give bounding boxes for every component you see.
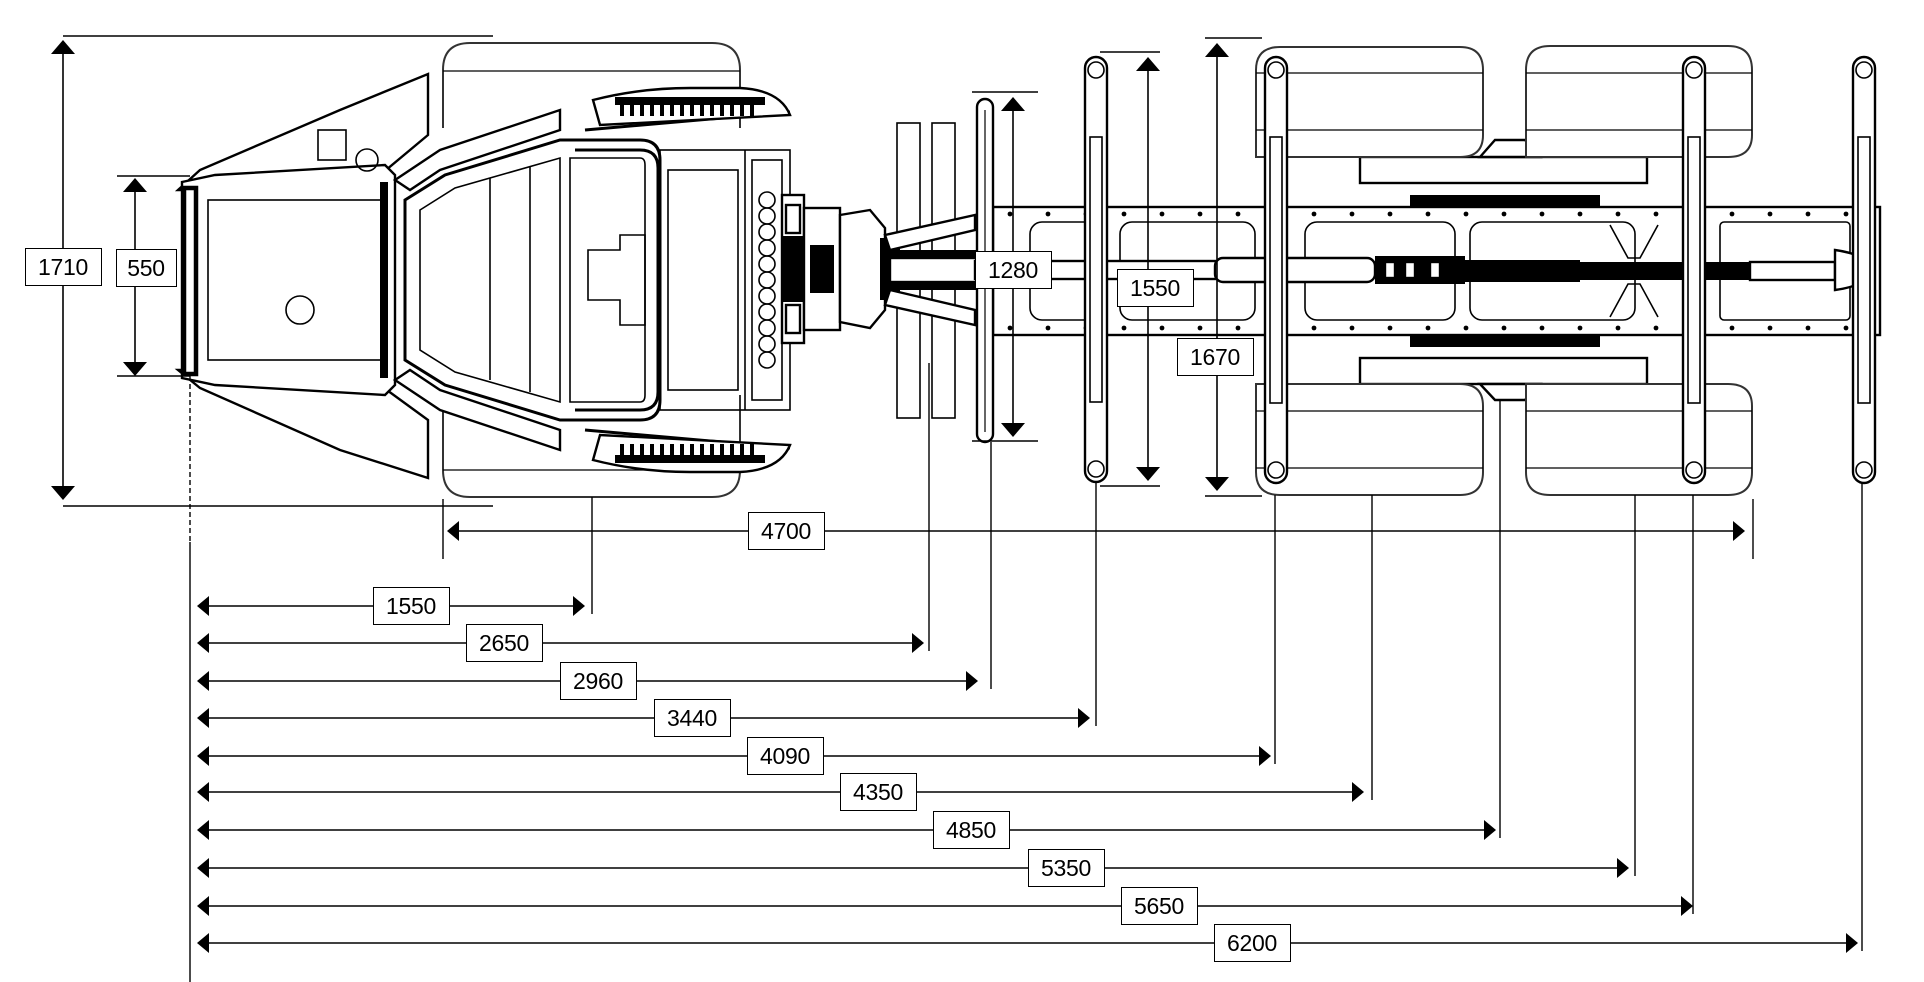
arrow-up-icon (1205, 43, 1229, 57)
arrow-up-icon (1001, 97, 1025, 111)
arrow-left-icon (197, 782, 209, 802)
arrow-right-icon (1352, 782, 1364, 802)
arrow-left-icon (197, 596, 209, 616)
arrow-down-icon (51, 486, 75, 500)
arrow-right-icon (966, 671, 978, 691)
arrow-right-icon (1681, 896, 1693, 916)
arrow-left-icon (197, 896, 209, 916)
arrow-left-icon (197, 746, 209, 766)
arrow-up-icon (1136, 57, 1160, 71)
side-platforms (1358, 138, 1649, 402)
dimension-label-dim-6200: 6200 (1213, 924, 1291, 962)
arrow-right-icon (573, 596, 585, 616)
arrow-left-icon (447, 521, 459, 541)
front-hood (174, 72, 430, 480)
arrow-right-icon (1733, 521, 1745, 541)
load-bunks (1083, 55, 1877, 485)
arrow-right-icon (1259, 746, 1271, 766)
dimension-label-front-grille-width: 550 (115, 249, 177, 287)
rear-tire-1-bottom (1255, 383, 1484, 496)
articulation-joint (780, 193, 900, 345)
dimension-label-dim-2650: 2650 (465, 624, 543, 662)
dimension-label-dim-2960: 2960 (559, 662, 637, 700)
dimension-label-dim-4350: 4350 (839, 773, 917, 811)
dimension-label-dim-3440: 3440 (653, 699, 731, 737)
dimension-lines (51, 35, 1863, 982)
dimension-label-bunk-width: 1550 (1116, 269, 1194, 307)
arrow-right-icon (1484, 820, 1496, 840)
dimension-label-dim-4850: 4850 (932, 811, 1010, 849)
arrow-right-icon (1846, 933, 1858, 953)
arrow-up-icon (123, 178, 147, 192)
rear-tire-2-bottom (1525, 383, 1753, 496)
load-bunk (1851, 55, 1877, 485)
arrow-left-icon (197, 633, 209, 653)
arrow-left-icon (197, 933, 209, 953)
load-bunk (1681, 55, 1707, 485)
arrow-right-icon (912, 633, 924, 653)
arrow-left-icon (197, 820, 209, 840)
load-bunk (1263, 55, 1289, 485)
arrow-left-icon (197, 708, 209, 728)
dimension-label-dim-5650: 5650 (1120, 887, 1198, 925)
dimension-label-dim-1550: 1550 (372, 587, 450, 625)
rear-tire-2-top (1525, 45, 1753, 158)
dimension-label-stanchion-width-front: 1280 (974, 251, 1052, 289)
rear-tire-1-top (1255, 46, 1484, 158)
arrow-down-icon (123, 362, 147, 376)
arrow-down-icon (1001, 423, 1025, 437)
arrow-down-icon (1136, 467, 1160, 481)
dimension-label-dim-5350: 5350 (1027, 849, 1105, 887)
arrow-right-icon (1078, 708, 1090, 728)
arrow-down-icon (1205, 477, 1229, 491)
dimension-label-wheelbase: 4700 (747, 512, 825, 550)
dimension-label-rear-track-width: 1670 (1176, 338, 1254, 376)
arrow-left-icon (197, 858, 209, 878)
dimension-label-overall-width: 1710 (24, 248, 102, 286)
boom-base (883, 213, 982, 327)
engine-compartment (584, 86, 792, 474)
arrow-up-icon (51, 40, 75, 54)
load-bunk (1083, 55, 1109, 484)
dimension-label-dim-4090: 4090 (746, 737, 824, 775)
arrow-right-icon (1617, 858, 1629, 878)
arrow-left-icon (197, 671, 209, 691)
